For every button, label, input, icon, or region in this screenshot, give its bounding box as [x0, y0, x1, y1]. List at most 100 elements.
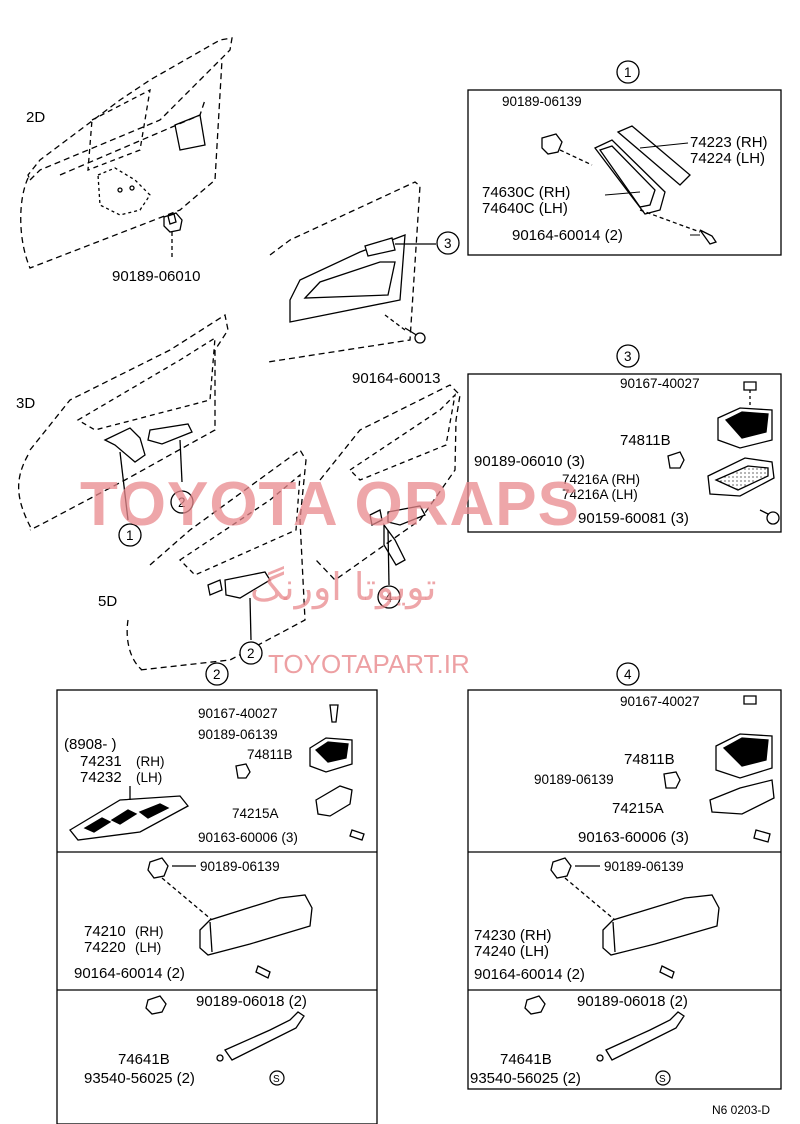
box-3-part-74811b: 74811B [620, 432, 671, 449]
box-4-part-93540-56025: 93540-56025 (2) [470, 1070, 581, 1087]
box-4-title: 4 [616, 662, 640, 686]
box-4-part-90164-60014: 90164-60014 (2) [474, 966, 585, 983]
callout-1-marker: 1 [118, 523, 142, 547]
box-4-title-number: 4 [624, 667, 632, 682]
box-3-title: 3 [616, 344, 640, 368]
s-mark-box4-letter: S [659, 1074, 666, 1085]
footer-code: N6 0203-D [712, 1103, 770, 1117]
rear-quarter-panel [267, 181, 436, 363]
door-2d-label: 2D [26, 109, 45, 126]
box-3-part-74216a-rh: 74216A (RH) [562, 472, 640, 487]
box-4-part-90189-06139-a: 90189-06139 [534, 772, 614, 787]
callout-2-marker-3d: 2 [170, 490, 194, 514]
clip-90189-06010-box3-icon [667, 451, 685, 469]
door-panel-2d [20, 37, 233, 269]
box-2-part-90163-60006: 90163-60006 (3) [198, 830, 298, 845]
box-2-part-74231-side: (RH) [136, 754, 165, 769]
box-2-part-74811b: 74811B [247, 747, 293, 762]
box-1-part-90189-06139: 90189-06139 [502, 94, 582, 109]
screw-90163-60006-box4-icon [753, 829, 771, 843]
box-4-part-74811b: 74811B [624, 751, 675, 768]
screw-90159-60081-icon [759, 509, 780, 525]
box-4-part-74240: 74240 (LH) [474, 943, 549, 960]
switch-base-74811b-box4 [715, 733, 773, 779]
watermark-persian: تویوتا اورنگ [250, 565, 437, 610]
screw-90164-60014-box4-icon [659, 965, 675, 979]
screw-90164-60013-icon [384, 314, 426, 344]
door-panel-5d-rear [315, 384, 461, 586]
callout-2-marker-5d: 2 [239, 641, 263, 665]
switch-base-74811b [717, 407, 773, 449]
callout-3-number: 3 [444, 236, 452, 251]
switch-panel-74231 [69, 786, 189, 841]
callout-1-number: 1 [126, 528, 134, 543]
clip-90189-06139-box2b-icon [147, 857, 213, 921]
screw-90164-60014-box2-icon [255, 965, 271, 979]
door-3d-label: 3D [16, 395, 35, 412]
screw-90163-60006-box2-icon [349, 829, 365, 841]
box-1-leaders [604, 142, 700, 236]
box-3-title-number: 3 [624, 349, 632, 364]
clip-90189-06018-box4-icon [524, 995, 546, 1015]
box-2-title: 2 [205, 662, 229, 686]
box-2-part-74215a: 74215A [232, 806, 279, 821]
box-2-part-74232-side: (LH) [136, 770, 162, 785]
box-2-part-74210: 74210 [84, 923, 126, 940]
box-2-part-74641b: 74641B [118, 1051, 170, 1068]
box-1-title-number: 1 [624, 65, 632, 80]
switch-base-74811b-box2 [309, 737, 353, 773]
box-2-part-90189-06139-a: 90189-06139 [198, 727, 278, 742]
box-2-title-number: 2 [213, 667, 221, 682]
box-4-part-90167-40027: 90167-40027 [620, 694, 700, 709]
armrest-74210 [199, 894, 313, 956]
box-3-part-90167-40027: 90167-40027 [620, 376, 700, 391]
box-1-part-74640c: 74640C (LH) [482, 200, 568, 217]
clip-90189-06139-icon [541, 133, 593, 166]
box-3-frame [467, 373, 782, 533]
box-3-part-90189-06010: 90189-06010 (3) [474, 453, 585, 470]
box-2-date-code: (8908- ) [64, 736, 117, 753]
box-2-part-90164-60014: 90164-60014 (2) [74, 965, 185, 982]
s-mark-box2: S [269, 1070, 285, 1086]
box-2-part-93540-56025: 93540-56025 (2) [84, 1070, 195, 1087]
bracket-74215a-box2 [315, 785, 353, 817]
s-mark-box4: S [655, 1070, 671, 1086]
watermark-brand: TOYOTA ORAPS [80, 470, 580, 539]
box-2-part-74232: 74232 [80, 769, 122, 786]
callout-3-marker: 3 [436, 231, 460, 255]
box-2-part-74220-side: (LH) [135, 940, 161, 955]
clip-90189-06010-icon [163, 212, 183, 233]
box-2-frame [56, 689, 378, 1124]
clip-90189-06139-box2-icon [235, 763, 251, 779]
box-4-part-74215a: 74215A [612, 800, 664, 817]
callout-2-number-5d: 2 [247, 646, 255, 661]
armrest-74230 [602, 894, 720, 956]
box-4-part-90189-06139-b: 90189-06139 [604, 859, 684, 874]
screw-90167-40027-box2-icon [329, 704, 339, 723]
box-2-part-90189-06018: 90189-06018 (2) [196, 993, 307, 1010]
box-3-part-90159-60081: 90159-60081 (3) [578, 510, 689, 527]
screw-90167-40027-box4-icon [743, 695, 757, 705]
box-1-part-74630c: 74630C (RH) [482, 184, 570, 201]
watermark-site: TOYOTAPART.IR [268, 649, 470, 679]
box-4-part-90163-60006: 90163-60006 (3) [578, 829, 689, 846]
box-2-part-74231: 74231 [80, 753, 122, 770]
box-2-part-74220: 74220 [84, 939, 126, 956]
pull-handle-bezel [593, 125, 718, 245]
callout-4-number-5d: 4 [385, 590, 393, 605]
door-5d-label: 5D [98, 593, 117, 610]
clip-90189-06139-box4b-icon [550, 857, 616, 921]
box-4-frame [467, 689, 782, 1090]
rod-74641b-box2 [216, 1011, 305, 1062]
box-1-part-90164-60014: 90164-60014 (2) [512, 227, 623, 244]
overview-part-90164-60013: 90164-60013 [352, 370, 440, 387]
clip-90189-06139-box4-icon [663, 771, 681, 789]
box-3-part-74216a-lh: 74216A (LH) [562, 487, 638, 502]
box-1-part-74224: 74224 (LH) [690, 150, 765, 167]
rod-74641b-box4 [596, 1011, 685, 1062]
door-panel-3d [18, 313, 229, 531]
box-4-part-74641b: 74641B [500, 1051, 552, 1068]
box-1-part-74223: 74223 (RH) [690, 134, 768, 151]
